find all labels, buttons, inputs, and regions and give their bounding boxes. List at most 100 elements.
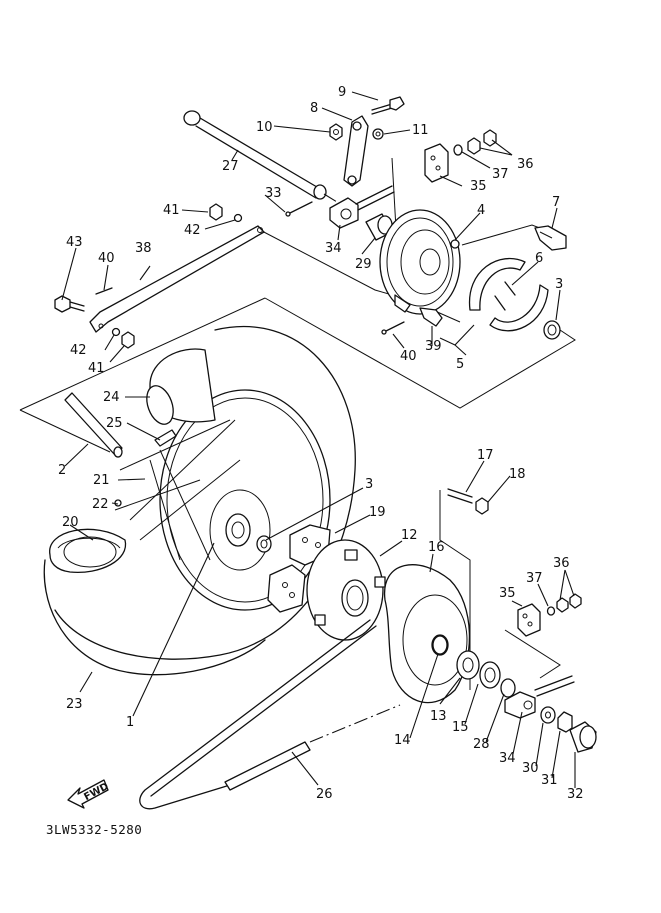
part-1-wheel-rim [159,389,331,611]
label-17: 17 [477,448,494,463]
leader-lines [61,91,576,788]
part-15-oil-seal [479,661,501,689]
label-35-lower: 35 [499,586,516,601]
part-12-clutch-hub [306,539,386,641]
label-1: 1 [126,715,134,730]
label-36-lower: 36 [553,556,570,571]
fwd-direction-arrow: FWD [67,779,111,809]
label-7: 7 [552,195,560,210]
part-9-bolt [371,96,405,115]
label-3-upper: 3 [555,277,563,292]
label-23: 23 [66,697,83,712]
part-25-valve [154,429,177,447]
label-39: 39 [425,339,442,354]
label-22: 22 [92,497,109,512]
part-8-camshaft-lever [343,115,369,187]
label-25: 25 [106,416,123,431]
label-26: 26 [316,787,333,802]
part-40-cotter-pin-right [381,321,405,335]
part-17-stud [447,488,473,504]
part-36-nuts-upper [467,129,497,155]
label-29: 29 [355,257,372,272]
part-27-axle [183,110,327,200]
label-42-upper: 42 [184,223,201,238]
part-26-drive-chain [139,619,401,810]
part-20-rim-band [57,537,121,549]
label-9: 9 [338,85,346,100]
part-31-nut [557,711,573,733]
label-11: 11 [412,123,429,138]
label-20: 20 [62,515,79,530]
part-36-nuts-lower [556,593,582,613]
part-labels: 9 8 10 11 27 33 41 42 34 29 4 35 37 36 7… [58,85,584,802]
part-35-block-upper [424,143,449,183]
part-32-cap [569,721,597,753]
label-24: 24 [103,390,120,405]
wheel-group-line-top [19,297,266,411]
part-4-brake-plate [379,209,461,315]
label-6: 6 [535,251,543,266]
label-35-upper: 35 [470,179,487,194]
part-34-chain-puller-upper [329,185,395,229]
label-30: 30 [522,761,539,776]
part-33-cotter-pin [285,201,313,217]
wheel-group-line-left [19,409,111,453]
part-24-tube [146,348,216,425]
part-30-washer [540,706,556,724]
label-10: 10 [256,120,273,135]
label-37-lower: 37 [526,571,543,586]
part-21-spokes [114,419,241,561]
puller-group-line [504,629,561,679]
part-11-indicator-plate [372,128,384,140]
label-5: 5 [456,357,464,372]
sprocket-group-line [439,490,471,690]
label-31: 31 [541,773,558,788]
part-3-bearing-upper [543,320,561,340]
part-28-collar [500,678,516,698]
label-34-lower: 34 [499,751,516,766]
label-33: 33 [265,186,282,201]
label-37-upper: 37 [492,167,509,182]
label-18: 18 [509,467,526,482]
label-14: 14 [394,733,411,748]
label-3-lower: 3 [365,477,373,492]
part-34-chain-puller-lower [504,675,575,719]
part-41-nut-lower [121,331,135,349]
label-16: 16 [428,540,445,555]
label-41-upper: 41 [163,203,180,218]
part-18-nut [475,497,489,515]
part-43-bolt [54,295,85,313]
label-8: 8 [310,101,318,116]
part-7-camshaft [534,225,567,251]
part-35-block-lower [517,603,541,637]
part-40-cotter-pin-left [95,287,113,295]
wheel-group-line-right [264,297,576,409]
part-37-washer-lower [546,606,556,616]
label-34-upper: 34 [325,241,342,256]
label-12: 12 [401,528,418,543]
label-40-right: 40 [400,349,417,364]
label-42-lower: 42 [70,343,87,358]
label-36-upper: 36 [517,157,534,172]
label-38: 38 [135,241,152,256]
part-22-nipple [114,499,122,507]
part-14-collar [432,635,448,655]
diagram-code: 3LW5332-5280 [46,822,142,837]
label-40-left: 40 [98,251,115,266]
part-10-nut [329,123,343,141]
part-39-bolt [419,307,443,327]
label-4: 4 [477,203,485,218]
part-42-washer-lower [111,327,121,337]
label-19: 19 [369,505,386,520]
label-43: 43 [66,235,83,250]
part-5-brake-shoes [468,257,549,332]
label-27: 27 [222,159,239,174]
part-2-spacer [64,392,123,458]
part-3-bearing-lower [256,535,272,553]
part-6-springs [494,281,516,311]
camshaft-group-line [461,224,546,246]
label-15: 15 [452,720,469,735]
label-21: 21 [93,473,110,488]
label-2: 2 [58,463,66,478]
